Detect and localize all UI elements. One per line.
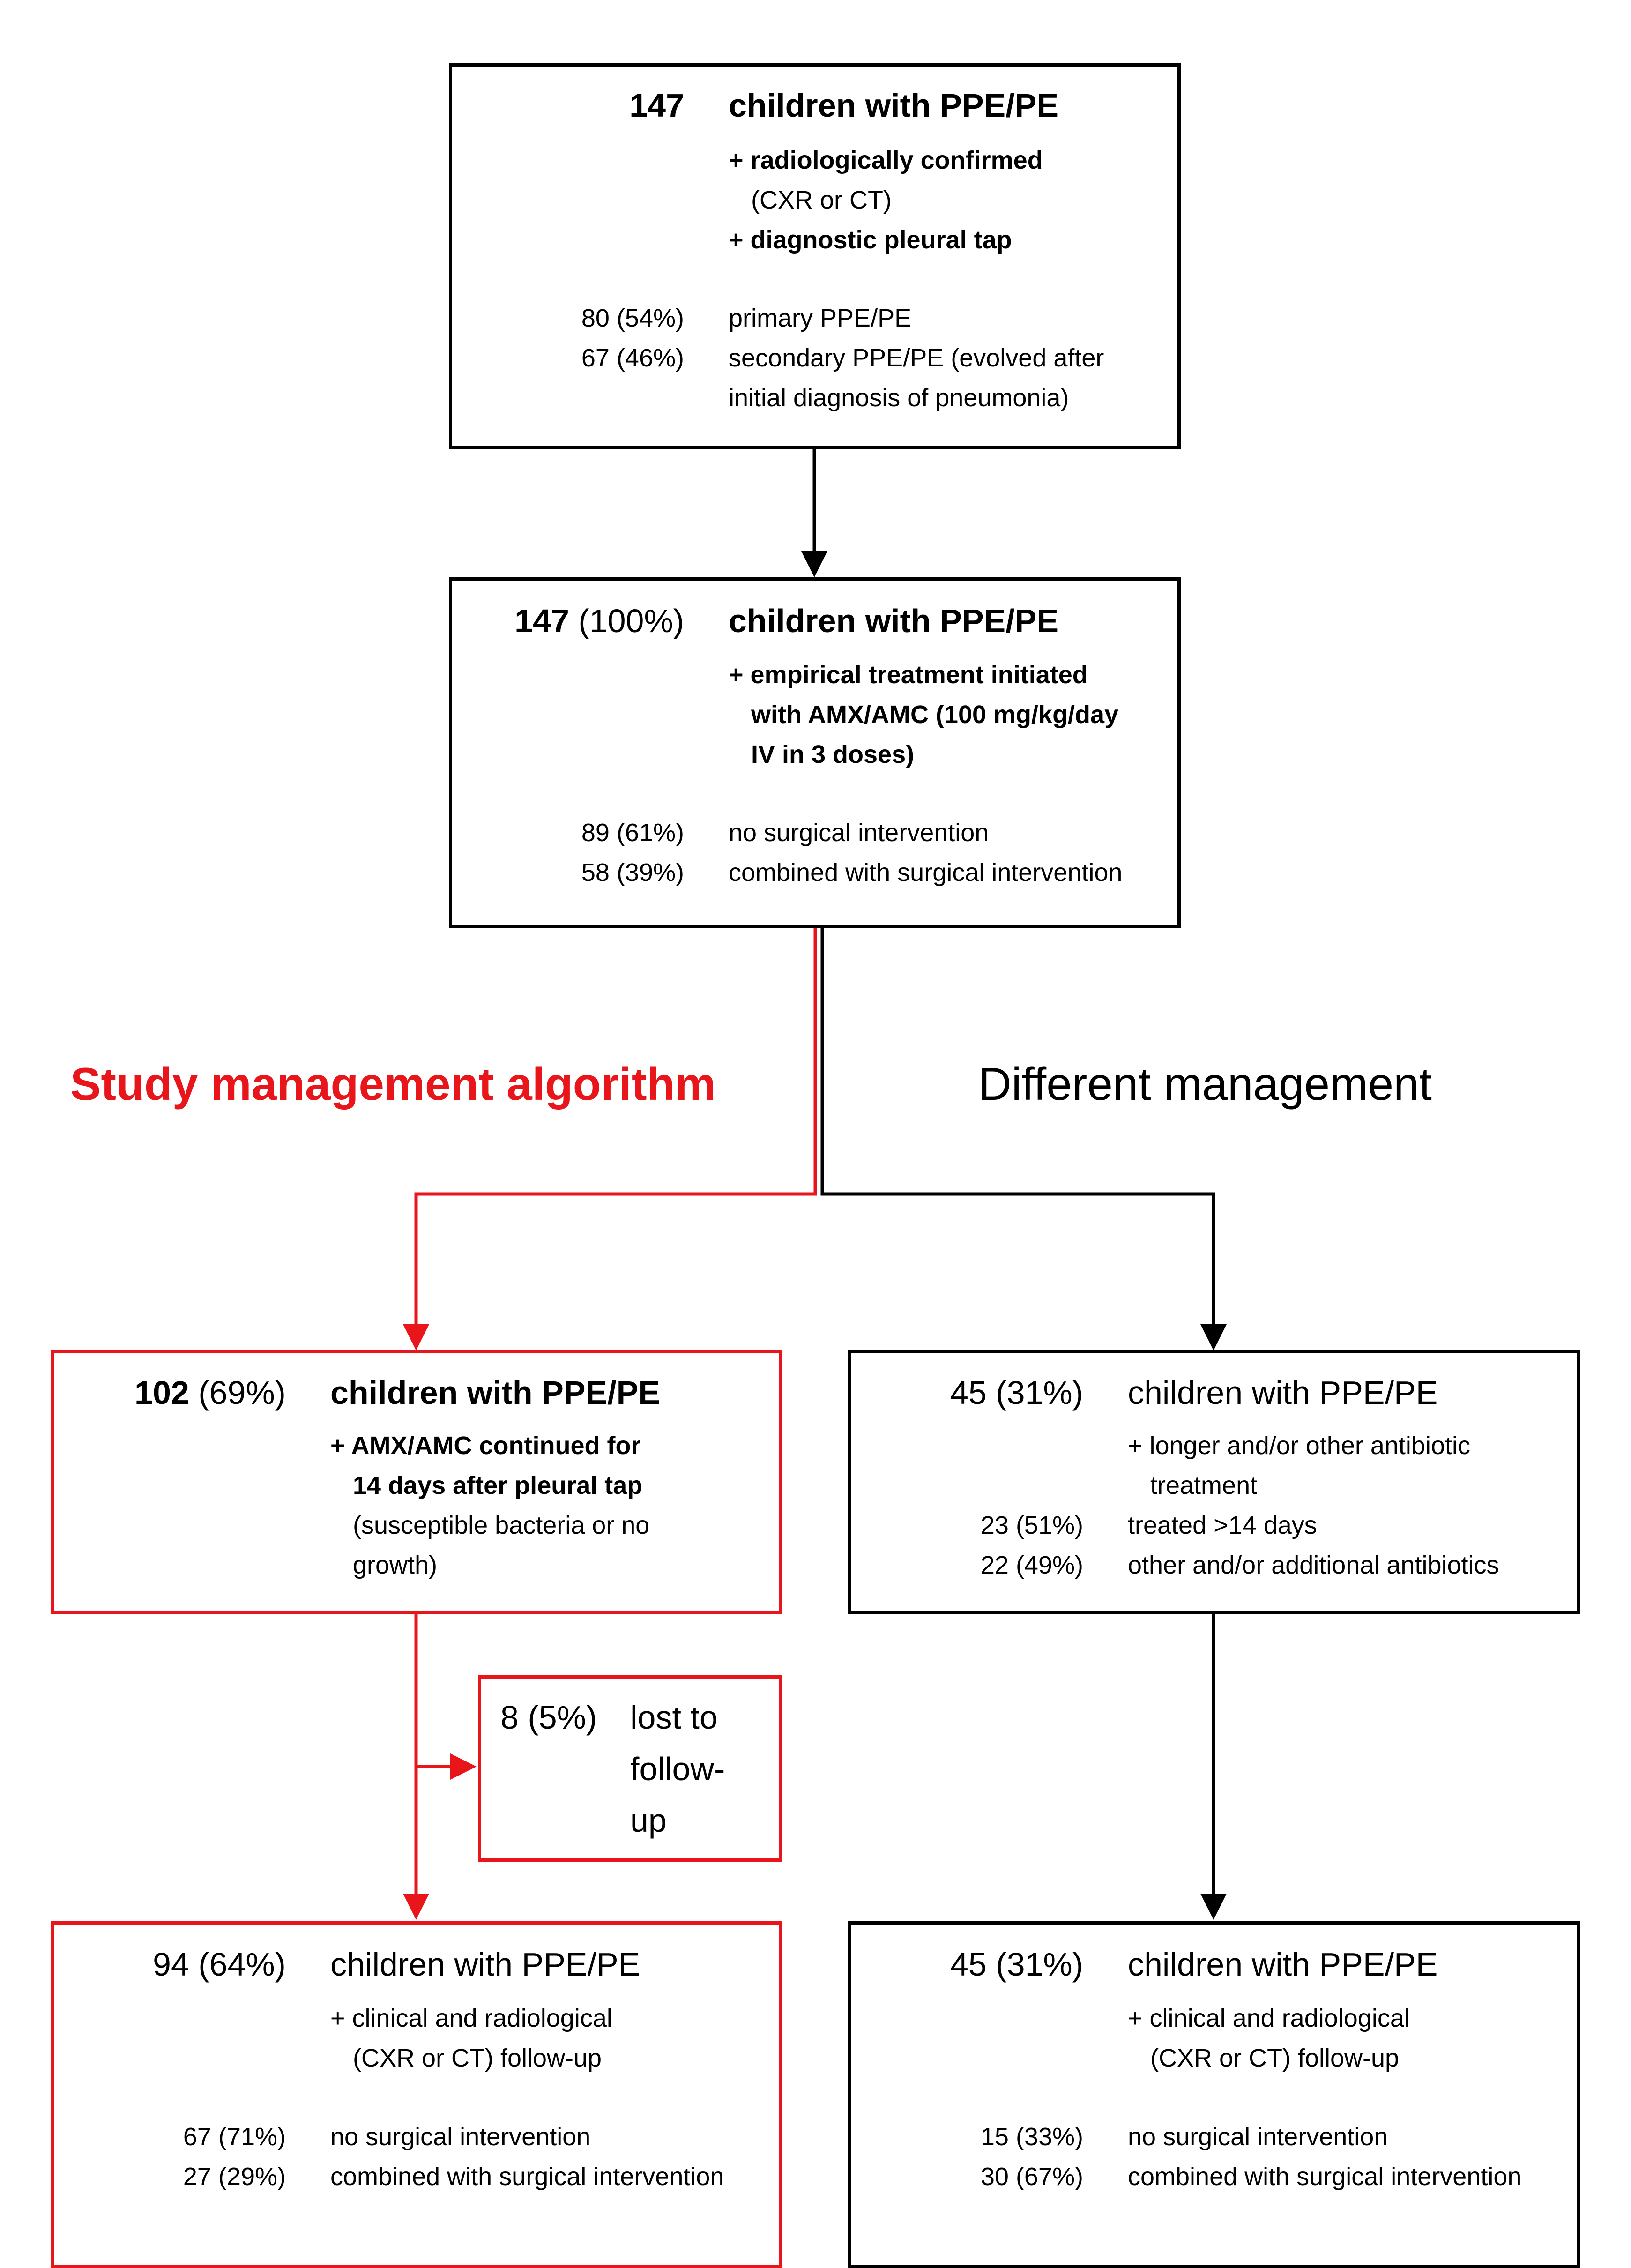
box3-note-1: (susceptible bacteria or no — [353, 1511, 650, 1539]
box1-criterion-3: + diagnostic pleural tap — [729, 226, 1012, 254]
box1-criterion-1: + radiologically confirmed — [729, 146, 1043, 174]
box2-row1-count: 89 (61%) — [581, 819, 684, 847]
box3-note-2: growth) — [353, 1551, 438, 1579]
box4-row2-label: other and/or additional antibiotics — [1128, 1551, 1499, 1579]
branch-label-study-algorithm: Study management algorithm — [70, 1058, 716, 1110]
box6-criterion-2: (CXR or CT) follow-up — [353, 2044, 602, 2072]
box4-title: children with PPE/PE — [1128, 1374, 1438, 1411]
box2-criterion-2: with AMX/AMC (100 mg/kg/day — [751, 701, 1119, 729]
box-initial-cohort — [449, 63, 1181, 449]
box2-row2-label: combined with surgical intervention — [729, 858, 1123, 887]
box1-row2-label-cont: initial diagnosis of pneumonia) — [729, 384, 1069, 412]
box7-row2-count: 30 (67%) — [980, 2163, 1083, 2191]
box3-criterion-2: 14 days after pleural tap — [353, 1471, 643, 1500]
box-lost-to-follow-up — [478, 1675, 782, 1862]
box4-criterion-1: + longer and/or other antibiotic — [1128, 1432, 1470, 1460]
box1-criterion-2: (CXR or CT) — [751, 186, 892, 214]
box5-count: 8 (5%) — [500, 1699, 597, 1736]
box4-row1-label: treated >14 days — [1128, 1511, 1317, 1539]
box6-row1-count: 67 (71%) — [183, 2123, 286, 2151]
box7-row2-label: combined with surgical intervention — [1128, 2163, 1522, 2191]
box-study-follow-up — [51, 1921, 782, 2268]
box4-count: 45 (31%) — [950, 1374, 1083, 1411]
box-different-follow-up — [848, 1921, 1580, 2268]
box1-count: 147 — [629, 87, 684, 124]
box7-criterion-2: (CXR or CT) follow-up — [1150, 2044, 1400, 2072]
box1-row2-label: secondary PPE/PE (evolved after — [729, 344, 1104, 372]
box2-row1-label: no surgical intervention — [729, 819, 989, 847]
box2-criterion-3: IV in 3 doses) — [751, 740, 915, 768]
box2-count-pct: (100%) — [578, 603, 684, 639]
box5-line-1: lost to — [630, 1699, 718, 1736]
box1-row2-count: 67 (46%) — [581, 344, 684, 372]
arrow-box2-to-box3 — [403, 928, 817, 1350]
box6-row2-label: combined with surgical intervention — [330, 2163, 724, 2191]
box-amx-continued — [51, 1350, 782, 1614]
box2-count-value: 147 — [514, 603, 569, 639]
box3-count: 102 (69%) — [52, 1374, 286, 1411]
box1-row1-count: 80 (54%) — [581, 304, 684, 332]
box7-row1-count: 15 (33%) — [980, 2123, 1083, 2151]
box4-criterion-2: treatment — [1150, 1471, 1258, 1500]
box6-criterion-1: + clinical and radiological — [330, 2004, 612, 2032]
box6-row1-label: no surgical intervention — [330, 2123, 591, 2151]
box3-count-pct: (69%) — [198, 1374, 286, 1411]
box3-criterion-1: + AMX/AMC continued for — [330, 1432, 641, 1460]
box5-line-3: up — [630, 1802, 667, 1839]
box2-row2-count: 58 (39%) — [581, 858, 684, 887]
box-other-antibiotics — [848, 1350, 1580, 1614]
box-empirical-treatment — [449, 577, 1181, 928]
branch-label-different-management: Different management — [978, 1058, 1432, 1110]
box2-title: children with PPE/PE — [729, 603, 1059, 639]
box3-title: children with PPE/PE — [330, 1374, 661, 1411]
box4-row1-count: 23 (51%) — [980, 1511, 1083, 1539]
box5-line-2: follow- — [630, 1751, 725, 1787]
box1-row1-label: primary PPE/PE — [729, 304, 912, 332]
box6-row2-count: 27 (29%) — [183, 2163, 286, 2191]
box6-count: 94 (64%) — [152, 1946, 286, 1983]
box7-row1-label: no surgical intervention — [1128, 2123, 1388, 2151]
box6-title: children with PPE/PE — [330, 1946, 640, 1983]
box2-count: 147 (100%) — [450, 602, 684, 640]
box2-criterion-1: + empirical treatment initiated — [729, 661, 1088, 689]
box7-title: children with PPE/PE — [1128, 1946, 1438, 1983]
box7-criterion-1: + clinical and radiological — [1128, 2004, 1410, 2032]
arrow-box2-to-box4 — [820, 928, 1227, 1350]
box7-count: 45 (31%) — [950, 1946, 1083, 1983]
box4-row2-count: 22 (49%) — [980, 1551, 1083, 1579]
box1-title: children with PPE/PE — [729, 87, 1059, 124]
box3-count-value: 102 — [134, 1374, 189, 1411]
